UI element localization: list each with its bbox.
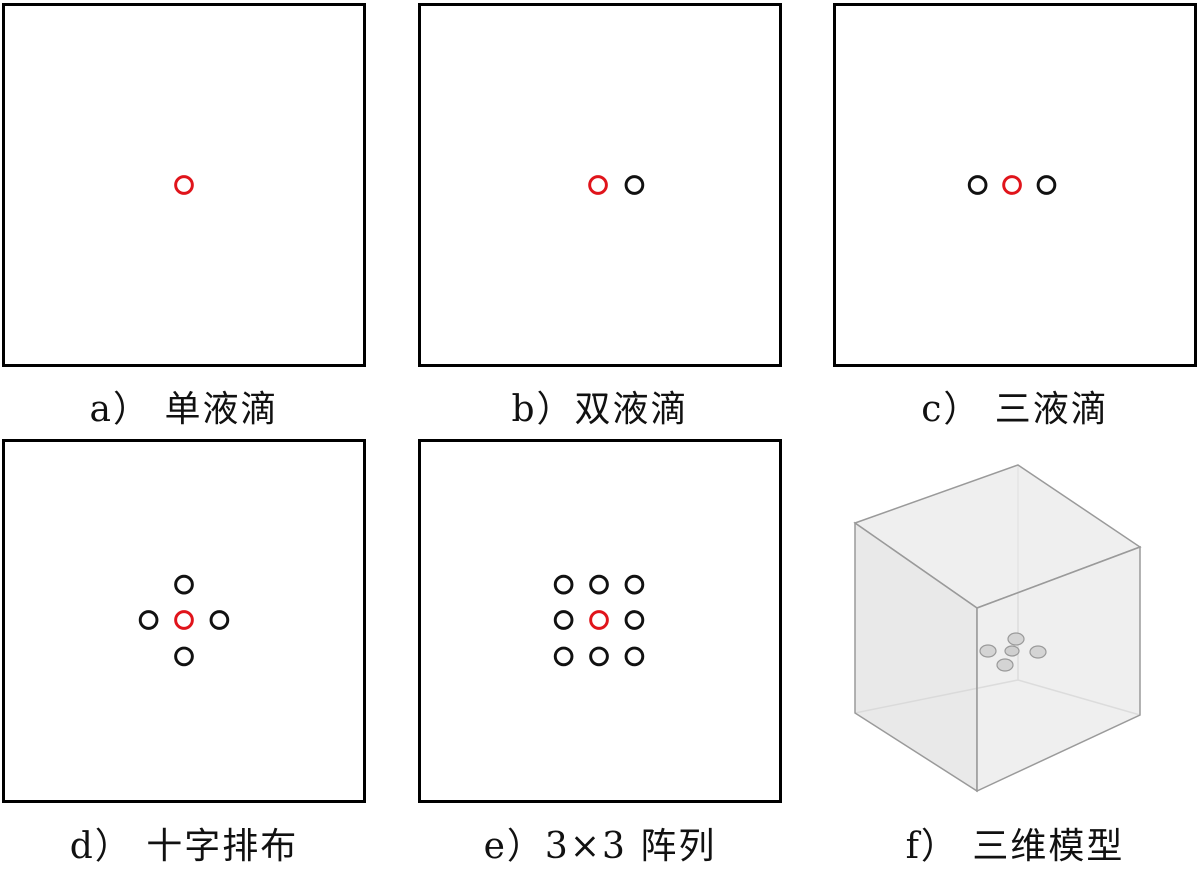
droplet-3d: [979, 644, 997, 658]
cube-3d-model: [853, 464, 1142, 793]
center-droplet: [589, 610, 609, 630]
panel-3x3-array: [418, 439, 782, 803]
panel-3d-model: [840, 455, 1170, 795]
droplet-3d: [1007, 632, 1025, 646]
caption-e: e）3×3 阵列: [483, 826, 717, 867]
panel-triple-droplet: [833, 3, 1197, 367]
droplet: [174, 574, 194, 595]
caption-a: a） 单液滴: [89, 389, 279, 430]
droplet-3d: [1029, 645, 1047, 659]
droplet: [209, 610, 230, 630]
droplet: [589, 574, 609, 595]
panel-single-droplet: [2, 3, 366, 367]
center-droplet: [1002, 175, 1022, 195]
droplet: [624, 175, 645, 195]
droplet: [174, 646, 194, 667]
panel-double-droplet: [418, 3, 782, 367]
caption-c: c） 三液滴: [921, 389, 1109, 430]
droplet: [553, 610, 574, 630]
caption-f: f） 三维模型: [905, 826, 1125, 867]
center-droplet: [588, 175, 608, 195]
droplet: [624, 646, 645, 667]
double-droplet-diagram: [588, 175, 645, 195]
caption-b: b）双液滴: [511, 389, 689, 430]
droplet: [624, 610, 645, 630]
droplet: [967, 175, 988, 195]
caption-d: d） 十字排布: [69, 826, 299, 867]
center-droplet: [174, 175, 194, 195]
droplet-3d: [996, 658, 1014, 672]
droplet: [1036, 175, 1057, 195]
triple-droplet-diagram: [967, 175, 1057, 195]
single-droplet-diagram: [174, 175, 194, 195]
droplet-3d: [1004, 645, 1020, 657]
cube-right-face: [976, 545, 1141, 793]
droplet: [138, 610, 159, 630]
center-droplet: [174, 610, 194, 630]
droplet: [553, 646, 574, 667]
array-3x3-diagram: [553, 574, 645, 667]
panel-cross-arrangement: [2, 439, 366, 803]
droplet: [589, 646, 609, 667]
cross-arrangement-diagram: [138, 574, 230, 667]
droplet: [624, 574, 645, 595]
droplet: [553, 574, 574, 595]
bottom-droplets: [979, 632, 1047, 672]
